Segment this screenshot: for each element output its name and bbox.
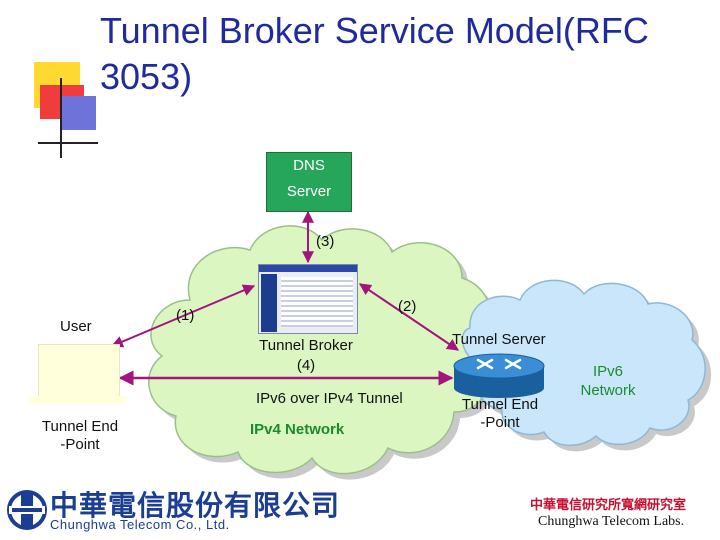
user-label: User — [60, 318, 92, 335]
user-tunnel-endpoint: Tunnel End -Point — [22, 418, 138, 454]
arrow-1-user-broker — [110, 284, 256, 348]
tunnel-broker-label: Tunnel Broker (4) — [232, 336, 380, 376]
step-3-label: (3) — [316, 233, 335, 250]
chunghwa-logo-english: Chunghwa Telecom Co., Ltd. — [50, 517, 230, 532]
dns-label-line2: Server — [286, 183, 332, 200]
user-computer-base — [30, 396, 126, 404]
server-tunnel-endpoint: Tunnel End -Point — [452, 396, 548, 432]
chunghwa-logo-chinese: 中華電信股份有限公司 — [50, 489, 341, 522]
ipv6-line1: IPv6 — [592, 363, 623, 380]
step-2-label: (2) — [398, 298, 417, 315]
labs-logo-english: Chunghwa Telecom Labs. — [538, 514, 685, 529]
decor-horizontal-line — [38, 142, 98, 144]
server-endpoint-line2: -Point — [480, 414, 520, 431]
step-1-label: (1) — [176, 307, 195, 324]
decor-vertical-line — [60, 78, 62, 158]
broker-line1: Tunnel Broker — [259, 337, 353, 354]
user-endpoint-line2: -Point — [60, 436, 100, 453]
tunnel-broker-screenshot — [258, 264, 358, 334]
tunnel-server-label: Tunnel Server — [452, 331, 546, 348]
ipv6-network-label: IPv6 Network — [570, 362, 646, 400]
router-icon — [453, 353, 545, 398]
ipv6-line2: Network — [580, 382, 636, 399]
slide-title: Tunnel Broker Service Model(RFC 3053) — [100, 10, 649, 97]
server-endpoint-line1: Tunnel End — [461, 396, 539, 413]
dns-label-line1: DNS — [293, 157, 325, 174]
dns-server-box: DNS Server — [266, 152, 352, 212]
arrow-2-broker-server — [359, 283, 459, 351]
chunghwa-logo-icon — [7, 490, 47, 530]
user-endpoint-line1: Tunnel End — [41, 418, 119, 435]
ipv4-network-label: IPv4 Network — [250, 421, 345, 438]
broker-line2: (4) — [296, 357, 316, 374]
tunnel-label: IPv6 over IPv4 Tunnel — [256, 390, 403, 407]
ipv6-cloud — [461, 279, 706, 447]
decor-blue-square — [62, 96, 96, 130]
user-computer-icon — [38, 344, 120, 398]
labs-logo-chinese: 中華電信研究所寬網研究室 — [530, 498, 687, 513]
